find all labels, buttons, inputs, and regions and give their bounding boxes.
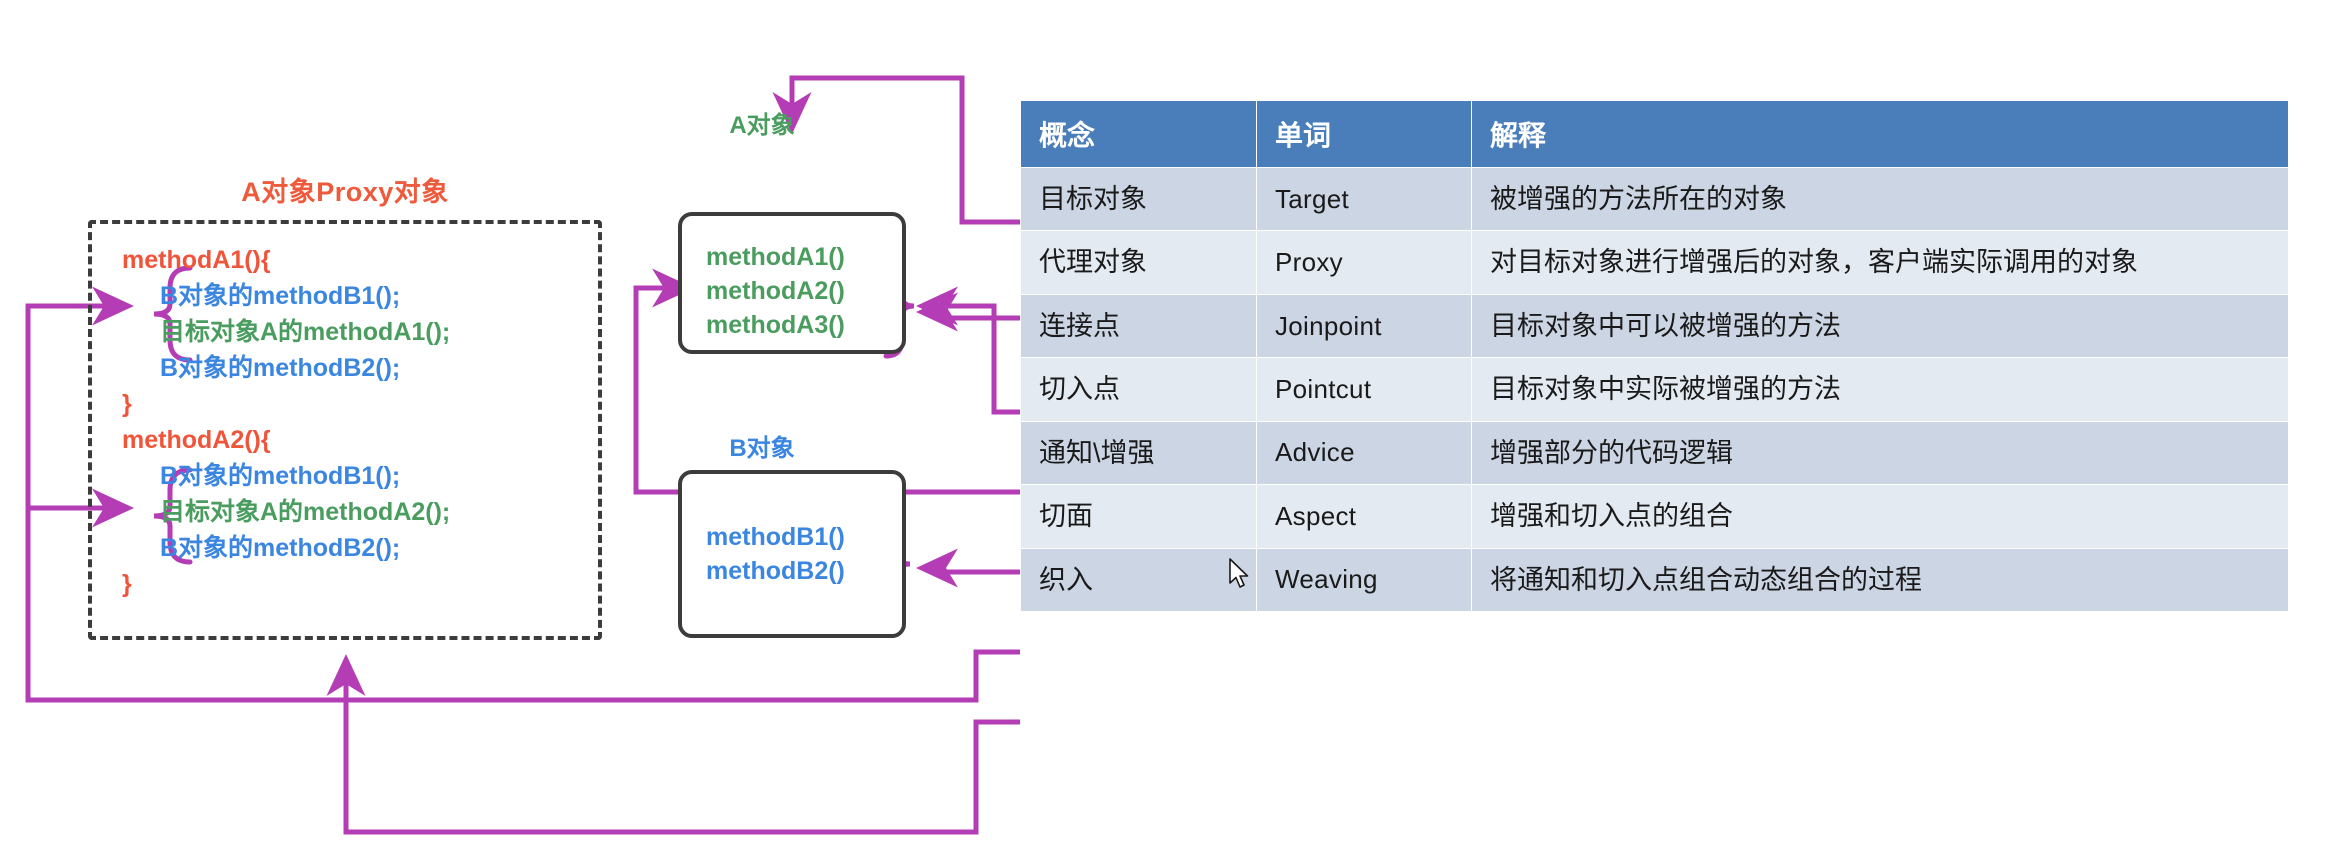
table-header-explanation: 解释 xyxy=(1471,100,2289,168)
code-line-method2-2: 目标对象A的methodA2(); xyxy=(160,498,451,526)
wire-target xyxy=(772,75,1020,225)
table-header-row: 概念 单词 解释 xyxy=(1020,100,2289,168)
object-a-box xyxy=(678,212,906,354)
table-cell-word: Pointcut xyxy=(1256,357,1472,422)
object-a-title: A对象 xyxy=(729,112,795,139)
object-b-box xyxy=(678,470,906,638)
code-line-method2-1: B对象的methodB1(); xyxy=(160,462,401,490)
table-cell-concept: 通知\增强 xyxy=(1020,420,1257,486)
object-b-method-2: methodB2() xyxy=(706,557,845,585)
table-cell-explanation: 目标对象中实际被增强的方法 xyxy=(1471,357,2289,422)
table-cell-explanation: 对目标对象进行增强后的对象，客户端实际调用的对象 xyxy=(1471,230,2289,295)
object-a-methods: methodA1() methodA2() methodA3() xyxy=(706,240,845,342)
proxy-object-title: A对象Proxy对象 xyxy=(241,177,449,207)
table-cell-word: Joinpoint xyxy=(1256,293,1472,359)
table-cell-word: Aspect xyxy=(1256,484,1472,549)
wire-weaving xyxy=(326,653,1020,835)
table-cell-concept: 代理对象 xyxy=(1020,230,1257,295)
code-line-method1-2: 目标对象A的methodA1(); xyxy=(160,318,451,346)
table-cell-explanation: 将通知和切入点组合动态组合的过程 xyxy=(1471,547,2289,613)
code-line-method1-3: B对象的methodB2(); xyxy=(160,354,401,382)
table-cell-word: Weaving xyxy=(1256,547,1472,613)
code-line-method2-3: B对象的methodB2(); xyxy=(160,534,401,562)
object-b-title: B对象 xyxy=(729,435,795,462)
table-cell-explanation: 目标对象中可以被增强的方法 xyxy=(1471,293,2289,359)
code-line-method1-open: methodA1(){ xyxy=(122,246,271,274)
table-header-word: 单词 xyxy=(1256,100,1472,168)
table-cell-concept: 切面 xyxy=(1020,484,1257,549)
table-cell-concept: 目标对象 xyxy=(1020,166,1257,232)
table-cell-word: Target xyxy=(1256,166,1472,232)
object-a-method-2: methodA2() xyxy=(706,277,845,305)
proxy-code-block: methodA1(){ B对象的methodB1(); 目标对象A的method… xyxy=(122,242,592,602)
code-line-method2-close: } xyxy=(122,570,132,598)
code-line-method1-1: B对象的methodB1(); xyxy=(160,282,401,310)
object-a-method-1: methodA1() xyxy=(706,243,845,271)
mouse-cursor-icon xyxy=(1229,558,1249,588)
wire-advice xyxy=(915,548,1020,588)
table-cell-concept: 切入点 xyxy=(1020,357,1257,422)
object-b-method-1: methodB1() xyxy=(706,523,845,551)
object-b-methods: methodB1() methodB2() xyxy=(706,520,845,588)
object-a-method-3: methodA3() xyxy=(706,311,845,339)
table-cell-concept: 连接点 xyxy=(1020,293,1257,359)
code-line-method1-close: } xyxy=(122,390,132,418)
table-cell-explanation: 增强部分的代码逻辑 xyxy=(1471,420,2289,486)
table-cell-explanation: 被增强的方法所在的对象 xyxy=(1471,166,2289,232)
code-line-method2-open: methodA2(){ xyxy=(122,426,271,454)
table-header-concept: 概念 xyxy=(1020,100,1257,168)
table-cell-explanation: 增强和切入点的组合 xyxy=(1471,484,2289,549)
wire-proxy xyxy=(915,292,1020,332)
wire-joinpoint xyxy=(915,286,1020,415)
proxy-object-box xyxy=(88,220,602,640)
table-cell-word: Proxy xyxy=(1256,230,1472,295)
table-cell-concept: 织入 xyxy=(1020,547,1257,613)
table-cell-word: Advice xyxy=(1256,420,1472,486)
